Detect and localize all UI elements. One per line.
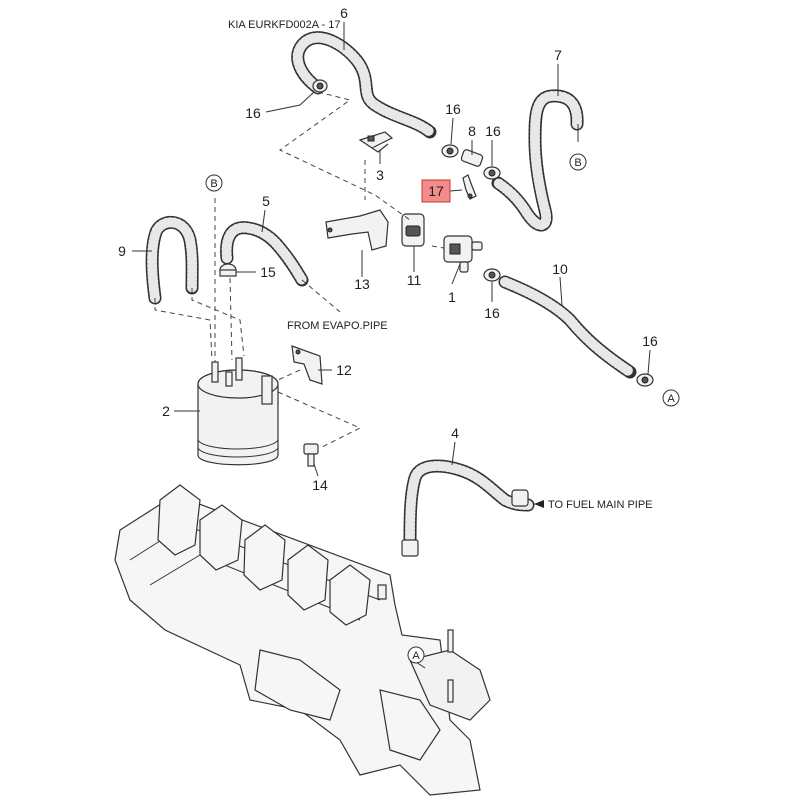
hose-7[interactable] xyxy=(491,89,584,232)
callout-16e: 16 xyxy=(642,333,658,349)
svg-text:A: A xyxy=(667,393,675,405)
svg-text:B: B xyxy=(574,157,581,169)
callout-13: 13 xyxy=(354,276,370,292)
ref-b-left: B xyxy=(205,174,223,192)
bracket-13[interactable] xyxy=(325,209,389,251)
diagram-title: KIA EURKFD002A - 17 xyxy=(228,19,341,31)
bolt-14[interactable] xyxy=(303,443,319,467)
hose-4[interactable] xyxy=(401,459,535,557)
hose-clamp-16c[interactable] xyxy=(483,166,501,180)
canister-2[interactable] xyxy=(197,357,279,466)
cap-15[interactable] xyxy=(219,263,237,277)
hose-10[interactable] xyxy=(498,275,637,379)
clip-17[interactable] xyxy=(462,174,477,200)
callout-17-highlight: 17 xyxy=(421,179,451,203)
callout-15: 15 xyxy=(260,264,276,280)
purge-valve-1[interactable] xyxy=(443,235,483,273)
callout-5: 5 xyxy=(262,193,270,209)
hose-5[interactable] xyxy=(220,221,309,287)
callout-2: 2 xyxy=(162,403,170,419)
callout-8: 8 xyxy=(468,123,476,139)
hose-9[interactable] xyxy=(145,216,199,305)
note-from-evapo-pipe: FROM EVAPO.PIPE xyxy=(287,320,388,332)
svg-text:A: A xyxy=(412,650,420,662)
svg-text:B: B xyxy=(210,178,217,190)
callout-12: 12 xyxy=(336,362,352,378)
callout-11: 11 xyxy=(407,272,422,288)
hose-6[interactable] xyxy=(291,31,437,139)
ref-a-right: A xyxy=(662,389,680,407)
intake-manifold xyxy=(114,484,491,796)
callout-17: 17 xyxy=(428,183,444,199)
hose-clamp-16b[interactable] xyxy=(441,144,459,158)
arrow-to-fuel-pipe xyxy=(534,500,544,508)
ref-a-bottom: A xyxy=(407,646,425,664)
callout-4: 4 xyxy=(451,425,459,441)
ref-b-top: B xyxy=(569,153,587,171)
callout-9: 9 xyxy=(118,243,126,259)
callout-7: 7 xyxy=(554,47,562,63)
callout-16c: 16 xyxy=(485,123,501,139)
callout-3: 3 xyxy=(376,167,384,183)
bracket-12[interactable] xyxy=(291,345,323,385)
dashed-connections xyxy=(154,91,445,449)
connector-8[interactable] xyxy=(460,149,484,167)
callout-16a: 16 xyxy=(245,105,261,121)
callout-16b: 16 xyxy=(445,101,461,117)
hose-clamp-16e[interactable] xyxy=(636,373,654,387)
callout-10: 10 xyxy=(552,261,568,277)
callout-1: 1 xyxy=(448,289,456,305)
hose-clamp-16a[interactable] xyxy=(312,79,328,93)
note-to-fuel-main-pipe: TO FUEL MAIN PIPE xyxy=(548,499,653,511)
callout-16d: 16 xyxy=(484,305,500,321)
callout-6: 6 xyxy=(340,5,348,21)
clip-3[interactable] xyxy=(358,131,394,153)
leader-lines xyxy=(132,22,651,669)
callout-14: 14 xyxy=(312,477,328,493)
mount-11[interactable] xyxy=(401,213,425,247)
hose-clamp-16d[interactable] xyxy=(483,268,501,282)
